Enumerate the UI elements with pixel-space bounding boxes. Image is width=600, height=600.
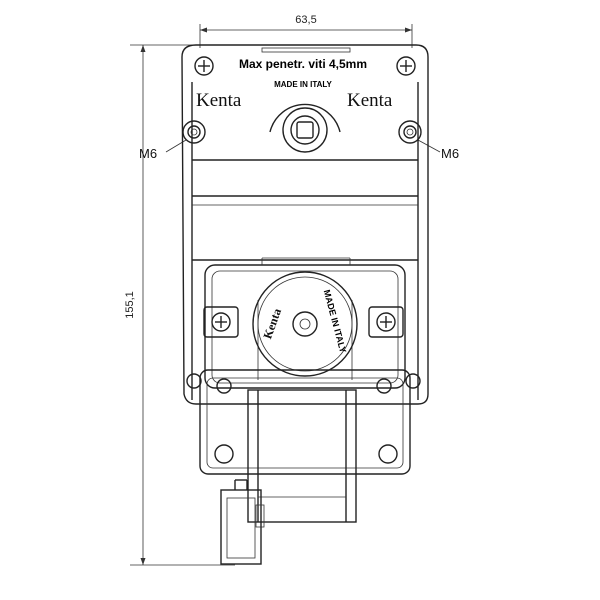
bracket-hole-upper-right	[376, 378, 392, 394]
brand-left: Kenta	[196, 90, 242, 111]
coil-bracket	[199, 369, 411, 523]
screw-top-right	[396, 56, 416, 76]
height-label: 155,1	[124, 291, 136, 319]
motor-screw-left	[203, 306, 239, 338]
brand-right: Kenta	[347, 90, 393, 111]
motor-screw-right	[368, 306, 404, 338]
thread-label-right: M6	[441, 146, 459, 161]
penetration-warning: Max penetr. viti 4,5mm	[239, 57, 367, 71]
height-dimension: 155,1	[124, 44, 235, 566]
screw-top-left	[194, 56, 214, 76]
bracket-hole-upper-left	[216, 378, 232, 394]
electrical-connector	[220, 479, 265, 565]
plate-made-in: MADE IN ITALY	[274, 80, 332, 89]
width-label: 63,5	[295, 14, 316, 26]
mounting-plate	[181, 44, 429, 405]
width-dimension: 63,5	[199, 14, 413, 48]
plate-hole-bottom-left	[186, 373, 202, 389]
motor-brand: Kenta	[260, 307, 284, 341]
thread-label-left: M6	[139, 146, 157, 161]
motor-rotor: Kenta MADE IN ITALY	[252, 271, 358, 377]
mounting-hole-left	[182, 120, 206, 144]
mounting-hole-right	[398, 120, 422, 144]
output-shaft	[269, 103, 341, 153]
plate-hole-bottom-right	[405, 373, 421, 389]
bracket-hole-lower-left	[214, 444, 234, 464]
bracket-hole-lower-right	[378, 444, 398, 464]
motor-frame	[204, 257, 406, 389]
